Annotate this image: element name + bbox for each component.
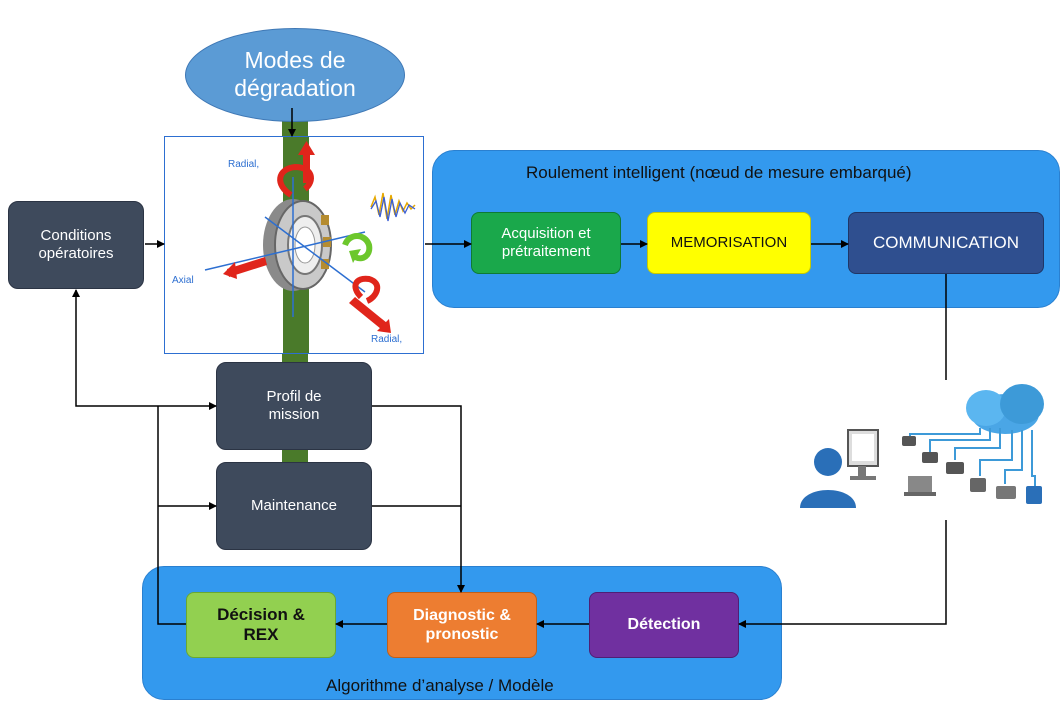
decision-label: Décision & REX (217, 604, 305, 644)
degradation-modes-label: Modes de dégradation (234, 47, 356, 101)
memorisation-label: MEMORISATION (670, 234, 788, 251)
radial-label-top: Radial, (228, 159, 260, 170)
acquisition-box: Acquisition et prétraitement (471, 212, 621, 274)
degradation-modes-node: Modes de dégradation (185, 28, 405, 122)
maintenance-label: Maintenance (251, 497, 337, 514)
devices-icon (902, 436, 1042, 504)
user-icon (800, 448, 856, 508)
memorisation-box: MEMORISATION (647, 212, 811, 274)
operating-conditions-node: Conditions opératoires (8, 201, 144, 289)
mission-profile-node: Profil de mission (216, 362, 372, 450)
maintenance-node: Maintenance (216, 462, 372, 550)
detection-box: Détection (589, 592, 739, 658)
axial-label: Axial (172, 275, 194, 286)
decision-box: Décision & REX (186, 592, 336, 658)
smart-bearing-panel-title: Roulement intelligent (nœud de mesure em… (526, 163, 912, 182)
radial-label-bottom: Radial, (371, 334, 403, 345)
bearing-drawing (204, 137, 416, 353)
detection-label: Détection (627, 616, 701, 634)
cloud-icon (966, 384, 1044, 434)
cloud-network-illustration (790, 380, 1060, 525)
analysis-panel-title: Algorithme d’analyse / Modèle (326, 676, 554, 695)
mission-profile-label: Profil de mission (266, 388, 322, 423)
diagnostic-label: Diagnostic & pronostic (413, 606, 511, 643)
acquisition-label: Acquisition et prétraitement (501, 225, 591, 260)
communication-box: COMMUNICATION (848, 212, 1044, 274)
bearing-illustration: Radial, Axial Radial, (164, 136, 424, 354)
diagnostic-box: Diagnostic & pronostic (387, 592, 537, 658)
monitor-icon (847, 429, 879, 480)
communication-label: COMMUNICATION (872, 232, 1020, 252)
operating-conditions-label: Conditions opératoires (38, 227, 114, 262)
bearing-icon (263, 199, 332, 291)
